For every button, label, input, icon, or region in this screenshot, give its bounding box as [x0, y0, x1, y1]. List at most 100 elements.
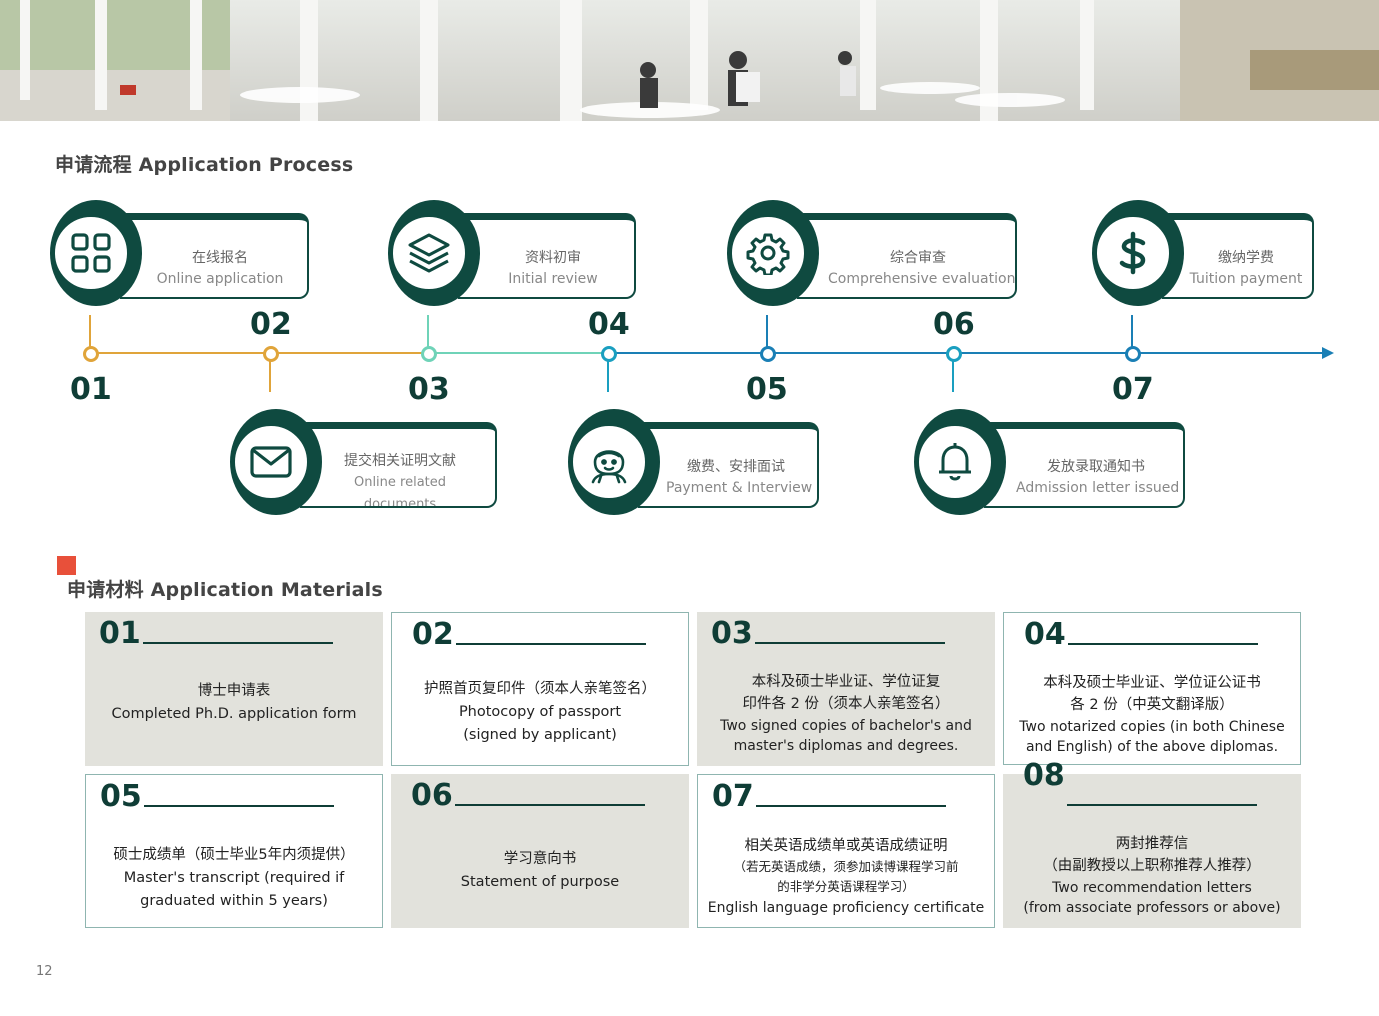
- timeline-node-04: [601, 346, 617, 362]
- timeline-node-03: [421, 346, 437, 362]
- material-card-08: 08 两封推荐信 （由副教授以上职称推荐人推荐） Two recommendat…: [1003, 758, 1301, 928]
- material-number: 07: [712, 779, 754, 814]
- material-card-02: 02 护照首页复印件（须本人亲笔签名） Photocopy of passpor…: [391, 612, 689, 766]
- grid-apps-icon: [71, 233, 111, 273]
- step-number-07: 07: [1112, 372, 1154, 407]
- material-divider: [144, 805, 334, 807]
- material-number: 01: [99, 616, 141, 651]
- stem-02: [269, 360, 271, 392]
- material-line: 本科及硕士毕业证、学位证复: [751, 674, 941, 690]
- material-line: 护照首页复印件（须本人亲笔签名）: [424, 681, 656, 697]
- step-05-en: Comprehensive evaluation: [828, 271, 1016, 287]
- material-line: master's diplomas and degrees.: [733, 738, 959, 754]
- material-text: 相关英语成绩单或英语成绩证明 （若无英语成绩，须参加读博课程学习前 的非学分英语…: [698, 835, 994, 919]
- material-divider: [1067, 804, 1257, 806]
- material-card-04: 04 本科及硕士毕业证、学位证公证书 各 2 份（中英文翻译版） Two not…: [1003, 612, 1301, 765]
- material-text: 本科及硕士毕业证、学位证公证书 各 2 份（中英文翻译版） Two notari…: [1004, 672, 1300, 756]
- material-line: 博士申请表: [197, 683, 271, 699]
- timeline-arrow-icon: [1322, 347, 1334, 359]
- step-05-card: [797, 213, 1017, 299]
- step-02-zh: 提交相关证明文献: [344, 453, 456, 469]
- dollar-icon: [1119, 231, 1146, 275]
- material-card-07: 07 相关英语成绩单或英语成绩证明 （若无英语成绩，须参加读博课程学习前 的非学…: [697, 774, 995, 928]
- material-divider: [756, 805, 946, 807]
- step-07-zh: 缴纳学费: [1218, 250, 1274, 266]
- step-03-icon-wrap: [390, 214, 468, 292]
- step-06-en: Admission letter issued: [1016, 480, 1180, 496]
- material-line: 学习意向书: [503, 851, 577, 867]
- timeline-node-06: [946, 346, 962, 362]
- material-line: Two signed copies of bachelor's and: [720, 718, 972, 734]
- step-07-icon-wrap: [1094, 214, 1172, 292]
- step-number-06: 06: [933, 307, 975, 342]
- stem-06: [952, 360, 954, 392]
- step-02-card: [300, 422, 497, 508]
- material-line: Two notarized copies (in both Chinese: [1019, 719, 1285, 735]
- step-01-card: [120, 213, 309, 299]
- material-number: 02: [412, 617, 454, 652]
- material-line: 印件各 2 份（须本人亲笔签名）: [742, 696, 950, 712]
- material-line: （由副教授以上职称推荐人推荐）: [1043, 858, 1261, 874]
- timeline-node-01: [83, 346, 99, 362]
- material-text: 护照首页复印件（须本人亲笔签名） Photocopy of passport (…: [392, 678, 688, 747]
- material-line: (signed by applicant): [463, 727, 617, 743]
- material-text: 两封推荐信 （由副教授以上职称推荐人推荐） Two recommendation…: [1003, 833, 1301, 917]
- step-01-en: Online application: [156, 271, 284, 287]
- material-text: 学习意向书 Statement of purpose: [391, 848, 689, 894]
- material-card-03: 03 本科及硕士毕业证、学位证复 印件各 2 份（须本人亲笔签名） Two si…: [697, 612, 995, 766]
- step-05-zh: 综合审查: [890, 250, 946, 266]
- step-number-03: 03: [408, 372, 450, 407]
- step-03-card: [458, 213, 636, 299]
- cafeteria-photo: [0, 0, 1379, 121]
- material-line: Photocopy of passport: [458, 704, 622, 720]
- step-01-zh: 在线报名: [192, 250, 248, 266]
- material-divider: [1068, 643, 1258, 645]
- material-divider: [456, 643, 646, 645]
- material-divider: [755, 642, 945, 644]
- layers-icon: [408, 233, 450, 273]
- material-text: 本科及硕士毕业证、学位证复 印件各 2 份（须本人亲笔签名） Two signe…: [697, 671, 995, 755]
- material-card-01: 01 博士申请表 Completed Ph.D. application for…: [85, 612, 383, 766]
- process-title: 申请流程 Application Process: [55, 154, 354, 176]
- envelope-icon: [250, 446, 292, 478]
- material-line: （若无英语成绩，须参加读博课程学习前: [733, 859, 959, 874]
- step-number-01: 01: [70, 372, 112, 407]
- material-divider: [143, 642, 333, 644]
- material-line: Completed Ph.D. application form: [111, 706, 357, 722]
- timeline-line: [90, 347, 1334, 359]
- header-photo: [0, 0, 1379, 121]
- timeline-node-02: [263, 346, 279, 362]
- material-number: 05: [100, 779, 142, 814]
- material-number: 04: [1024, 617, 1066, 652]
- material-line: 两封推荐信: [1115, 836, 1189, 852]
- bell-icon: [939, 443, 971, 481]
- step-02-icon-wrap: [232, 423, 310, 501]
- material-line: English language proficiency certificate: [707, 900, 985, 916]
- material-text: 博士申请表 Completed Ph.D. application form: [85, 680, 383, 726]
- step-07-card: [1162, 213, 1314, 299]
- step-06-zh: 发放录取通知书: [1047, 459, 1145, 475]
- page-number: 12: [36, 964, 53, 979]
- timeline-node-07: [1125, 346, 1141, 362]
- material-text: 硕士成绩单（硕士毕业5年内须提供） Master's transcript (r…: [86, 844, 382, 913]
- material-number: 06: [411, 778, 453, 813]
- step-06-icon-wrap: [916, 423, 994, 501]
- step-04-icon-wrap: [570, 423, 648, 501]
- material-line: 本科及硕士毕业证、学位证公证书: [1043, 675, 1261, 691]
- step-04-en: Payment & Interview: [666, 480, 813, 496]
- step-number-02: 02: [250, 307, 292, 342]
- stem-07: [1131, 315, 1133, 348]
- stem-03: [427, 315, 429, 348]
- material-divider: [455, 804, 645, 806]
- material-number: 03: [711, 616, 753, 651]
- step-number-04: 04: [588, 307, 630, 342]
- step-03-en: Initial review: [508, 271, 598, 287]
- step-04-zh: 缴费、安排面试: [687, 459, 785, 475]
- material-number: 08: [1023, 758, 1065, 793]
- material-line: Statement of purpose: [460, 874, 620, 890]
- material-line: 相关英语成绩单或英语成绩证明: [744, 838, 948, 854]
- stem-05: [766, 315, 768, 348]
- step-04-card: [638, 422, 819, 508]
- timeline-node-05: [760, 346, 776, 362]
- step-03-zh: 资料初审: [525, 250, 581, 266]
